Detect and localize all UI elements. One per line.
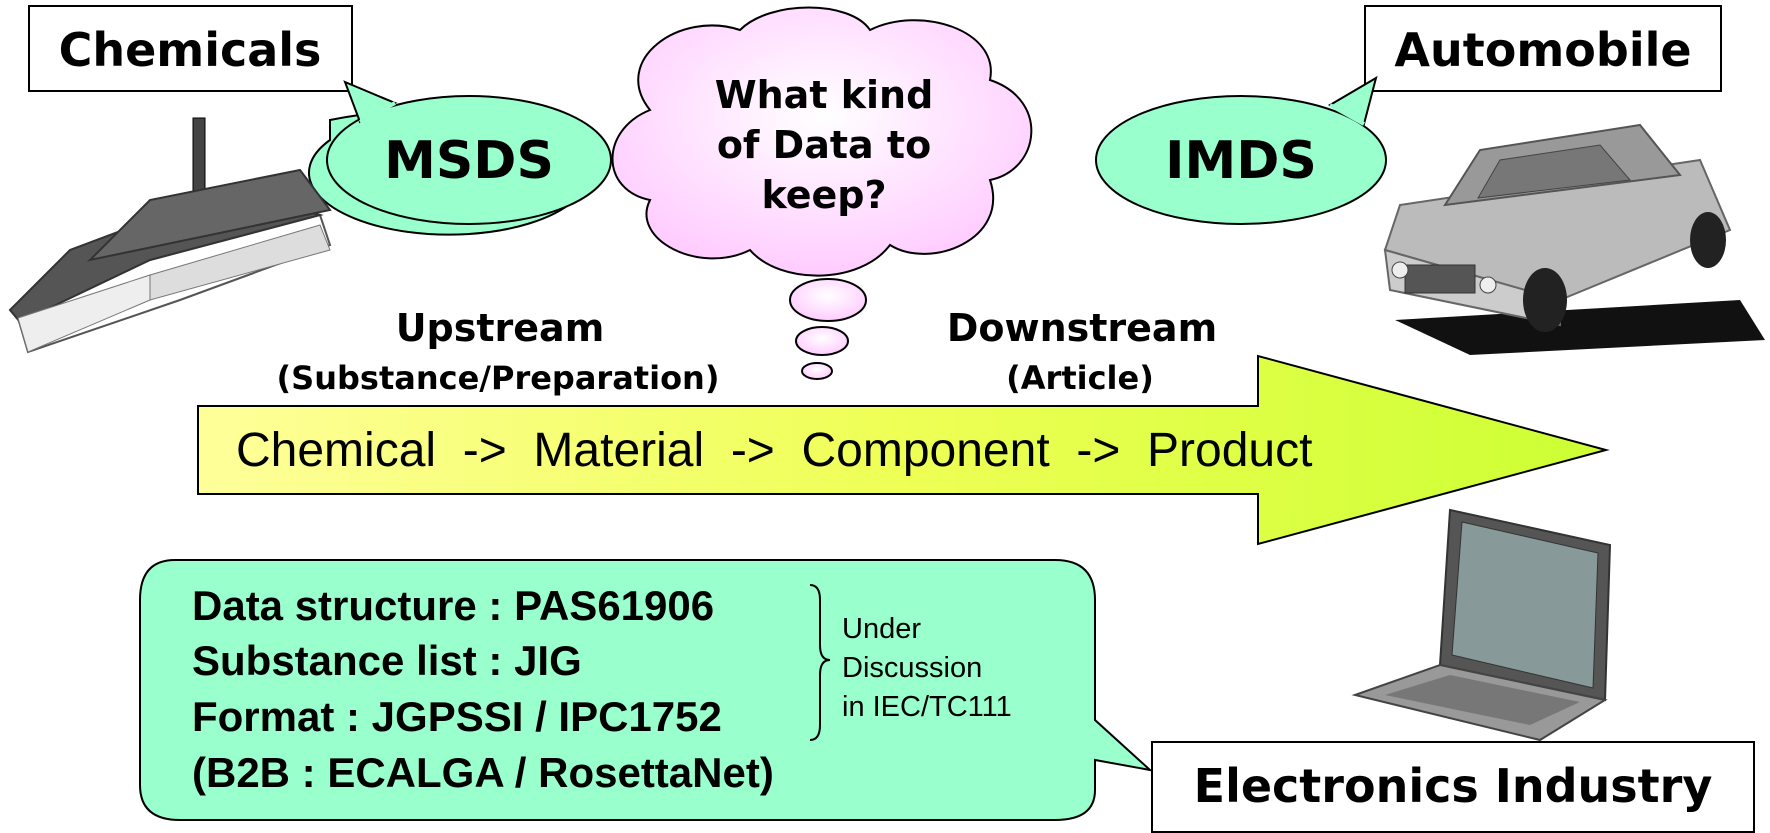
callout-line-1: Data structure : PAS61906 [192,582,714,629]
callout-line-4: (B2B : ECALGA / RosettaNet) [192,749,774,796]
thought-line-3: keep? [761,173,886,217]
callout-note-2: Discussion [842,652,982,684]
flow-chain-text: Chemical -> Material -> Component -> Pro… [236,424,1312,477]
car-icon [1383,123,1765,355]
automobile-label: Automobile [1394,23,1691,77]
laptop-icon [1351,508,1612,742]
thought-line-1: What kind [715,73,934,117]
electronics-label-box: Electronics Industry [1151,741,1755,833]
data-callout: Data structure : PAS61906 Substance list… [139,559,1154,821]
callout-note-1: Under [842,613,921,645]
factory-icon [8,117,332,354]
downstream-label: Downstream [947,306,1217,350]
thought-cloud: What kind of Data to keep? [611,6,1033,380]
callout-line-2: Substance list : JIG [192,637,582,684]
msds-label: MSDS [384,131,554,191]
callout-note-3: in IEC/TC111 [842,691,1012,723]
chemicals-label: Chemicals [59,23,322,77]
flow-arrow: Chemical -> Material -> Component -> Pro… [197,354,1610,546]
callout-line-3: Format : JGPSSI / IPC1752 [192,693,722,740]
upstream-label: Upstream [396,306,605,350]
msds-bubble: MSDS [308,80,612,236]
upstream-sublabel: (Substance/Preparation) [277,359,720,397]
callout-brace [809,584,831,741]
imds-bubble: IMDS [1095,75,1387,225]
thought-line-2: of Data to [717,123,931,167]
automobile-label-box: Automobile [1364,5,1722,92]
downstream-sublabel: (Article) [1006,359,1154,397]
chemicals-label-box: Chemicals [28,5,353,92]
electronics-label: Electronics Industry [1194,759,1713,813]
imds-label: IMDS [1165,131,1317,191]
